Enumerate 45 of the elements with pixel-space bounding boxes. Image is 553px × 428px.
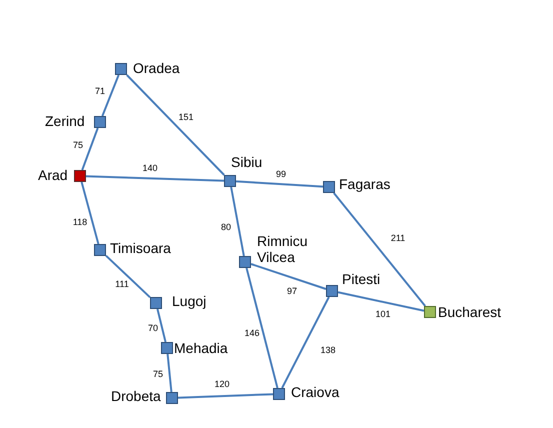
distance-label: 80	[221, 222, 231, 232]
city-name: Timisoara	[110, 240, 171, 256]
city-name: Sibiu	[231, 154, 262, 170]
road-line	[338, 291, 424, 312]
road-line	[166, 354, 172, 392]
city-name: Craiova	[291, 384, 340, 400]
road-line	[236, 180, 324, 188]
road-line	[101, 74, 120, 116]
city-name: Pitesti	[342, 271, 380, 287]
road-line	[156, 308, 166, 342]
road-line	[246, 268, 278, 388]
road-line	[230, 186, 245, 256]
distance-label: 70	[148, 323, 158, 333]
city-name: Bucharest	[438, 304, 502, 320]
city-name: Arad	[38, 167, 68, 183]
road-line	[105, 254, 151, 298]
distance-label: 118	[72, 217, 88, 227]
road-line	[250, 263, 326, 290]
distance-label: 146	[244, 328, 260, 338]
road-line	[126, 74, 225, 176]
distance-label: 75	[73, 140, 83, 150]
city-name: Lugoj	[172, 293, 206, 309]
city-name: Drobeta	[111, 388, 161, 404]
distance-label: 151	[178, 112, 194, 122]
distance-label: 101	[375, 309, 391, 319]
city-name: Rimnicu Vilcea	[257, 233, 309, 265]
road-line	[333, 192, 426, 307]
distance-label: 138	[320, 345, 336, 355]
city-name: Fagaras	[339, 176, 390, 192]
distance-label: 211	[390, 233, 406, 243]
road-line	[281, 296, 330, 388]
distance-label: 140	[142, 163, 158, 173]
road-line	[81, 128, 99, 170]
city-name: Zerind	[45, 113, 85, 129]
road-line	[86, 175, 224, 182]
distance-label: 75	[153, 369, 163, 379]
city-name: Oradea	[133, 60, 180, 76]
road-line	[80, 182, 100, 244]
distance-label: 71	[95, 86, 105, 96]
city-name: Mehadia	[174, 340, 228, 356]
distance-label: 99	[276, 169, 286, 179]
road-line	[178, 393, 274, 399]
distance-label: 120	[214, 379, 230, 389]
distance-label: 97	[287, 286, 297, 296]
distance-label: 111	[115, 279, 129, 289]
